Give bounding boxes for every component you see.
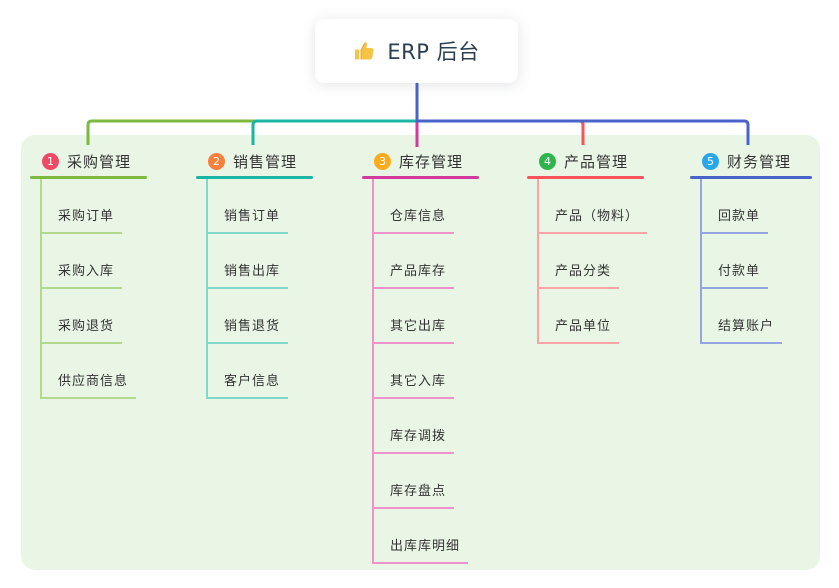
branch-column-2: 2 销售管理销售订单销售出库销售退货客户信息 [196,146,313,399]
subtopic-node[interactable]: 库存调拨 [362,399,479,454]
branch-column-1: 1 采购管理采购订单采购入库采购退货供应商信息 [30,146,147,399]
branch-number-badge: 3 [374,152,391,170]
subtopic-label: 采购入库 [40,260,123,289]
subtopic-node[interactable]: 其它出库 [362,289,479,344]
branch-topic-underline [527,176,644,179]
subtopic-label: 销售出库 [206,260,289,289]
branch-children: 仓库信息产品库存其它出库其它入库库存调拨库存盘点出库库明细 [362,179,479,564]
subtopic-node[interactable]: 产品库存 [362,234,479,289]
branch-topic-underline [30,176,147,179]
subtopic-node[interactable]: 产品单位 [527,289,644,344]
subtopic-label: 出库库明细 [372,535,469,564]
branch-children: 采购订单采购入库采购退货供应商信息 [30,179,147,399]
subtopic-node[interactable]: 付款单 [690,234,812,289]
subtopic-label: 产品单位 [537,315,620,344]
subtopic-node[interactable]: 仓库信息 [362,179,479,234]
branch-topic-5[interactable]: 5 财务管理 [690,146,812,176]
subtopic-label: 仓库信息 [372,205,455,234]
branch-children: 销售订单销售出库销售退货客户信息 [196,179,313,399]
root-node[interactable]: ERP 后台 [315,19,518,83]
subtopic-label: 产品库存 [372,260,455,289]
subtopic-node[interactable]: 销售订单 [196,179,313,234]
subtopic-label: 其它入库 [372,370,455,399]
subtopic-label: 客户信息 [206,370,289,399]
subtopic-label: 结算账户 [700,315,783,344]
branch-column-4: 4 产品管理产品（物料） 产品分类产品单位 [527,146,648,344]
branch-column-5: 5 财务管理回款单付款单结算账户 [690,146,812,344]
branch-topic-label: 库存管理 [399,152,464,171]
subtopic-label: 回款单 [700,205,769,234]
subtopic-node[interactable]: 其它入库 [362,344,479,399]
branch-number-badge: 4 [539,152,556,170]
branch-column-3: 3 库存管理仓库信息产品库存其它出库其它入库库存调拨库存盘点出库库明细 [362,146,479,564]
branch-number-badge: 2 [208,152,225,170]
branch-topic-underline [196,176,313,179]
subtopic-node[interactable]: 产品分类 [527,234,644,289]
branch-topic-1[interactable]: 1 采购管理 [30,146,147,176]
branch-topic-label: 财务管理 [727,152,792,171]
subtopic-node[interactable]: 销售出库 [196,234,313,289]
subtopic-label: 供应商信息 [40,370,137,399]
root-node-label: ERP 后台 [387,40,480,64]
subtopic-label: 销售退货 [206,315,289,344]
subtopic-label: 付款单 [700,260,769,289]
branch-children: 产品（物料） 产品分类产品单位 [527,179,648,344]
subtopic-node[interactable]: 采购入库 [30,234,147,289]
branch-topic-label: 产品管理 [564,152,629,171]
branch-topic-label: 采购管理 [67,152,132,171]
subtopic-label: 采购订单 [40,205,123,234]
subtopic-label: 库存调拨 [372,425,455,454]
subtopic-label: 产品（物料） [537,205,648,234]
subtopic-node[interactable]: 供应商信息 [30,344,147,399]
branch-trunk-line [700,179,702,343]
branch-trunk-line [206,179,208,398]
subtopic-node[interactable]: 销售退货 [196,289,313,344]
subtopic-node[interactable]: 采购订单 [30,179,147,234]
subtopic-label: 产品分类 [537,260,620,289]
branch-children: 回款单付款单结算账户 [690,179,812,344]
subtopic-node[interactable]: 库存盘点 [362,454,479,509]
thumbs-up-icon [355,42,374,60]
subtopic-label: 库存盘点 [372,480,455,509]
branch-number-badge: 1 [42,152,59,170]
branch-number-badge: 5 [702,152,719,170]
branch-topic-4[interactable]: 4 产品管理 [527,146,644,176]
subtopic-node[interactable]: 结算账户 [690,289,812,344]
subtopic-node[interactable]: 客户信息 [196,344,313,399]
branch-trunk-line [40,179,42,398]
subtopic-node[interactable]: 产品（物料） [527,179,648,234]
branch-trunk-line [537,179,539,343]
branch-topic-underline [690,176,812,179]
branches-panel [21,135,820,570]
subtopic-node[interactable]: 出库库明细 [362,509,479,564]
subtopic-node[interactable]: 回款单 [690,179,812,234]
branch-topic-underline [362,176,479,179]
branch-topic-label: 销售管理 [233,152,298,171]
subtopic-label: 其它出库 [372,315,455,344]
subtopic-label: 采购退货 [40,315,123,344]
subtopic-label: 销售订单 [206,205,289,234]
branch-topic-2[interactable]: 2 销售管理 [196,146,313,176]
subtopic-node[interactable]: 采购退货 [30,289,147,344]
branch-trunk-line [372,179,374,563]
branch-topic-3[interactable]: 3 库存管理 [362,146,479,176]
